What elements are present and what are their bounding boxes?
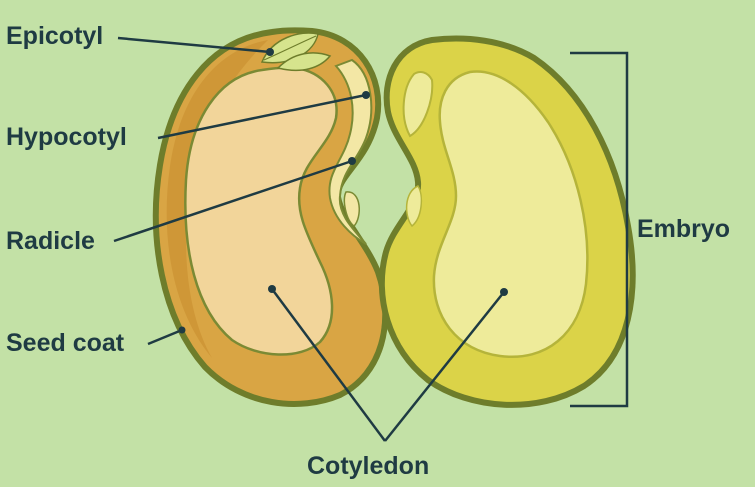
left-seed-half (156, 30, 385, 404)
cotyledon-left-dot (268, 285, 276, 293)
cotyledon-right-dot (500, 288, 508, 296)
hypocotyl-label: Hypocotyl (6, 125, 127, 150)
epicotyl-label: Epicotyl (6, 24, 103, 49)
cotyledon-label: Cotyledon (307, 454, 429, 479)
radicle-dot (348, 157, 356, 165)
hypocotyl-dot (362, 91, 370, 99)
radicle-label: Radicle (6, 229, 95, 254)
embryo-label: Embryo (637, 217, 730, 242)
epicotyl-dot (266, 48, 274, 56)
seed-coat-label: Seed coat (6, 331, 124, 356)
right-seed-half (382, 39, 633, 405)
seed-coat-leader (148, 330, 182, 344)
seed-coat-dot (179, 327, 186, 334)
